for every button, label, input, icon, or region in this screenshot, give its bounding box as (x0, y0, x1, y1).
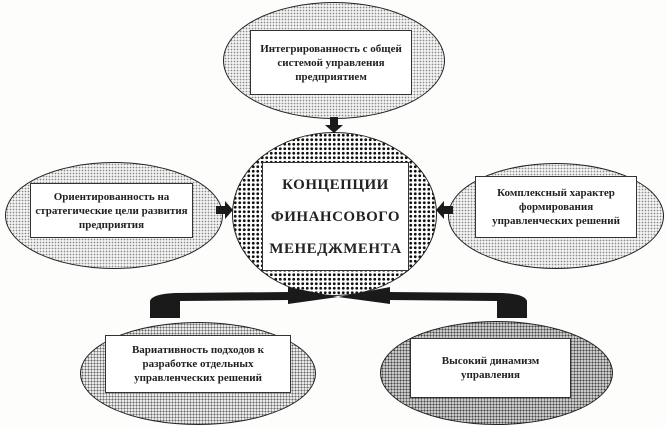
node-left-box: Ориентированность на стратегические цели… (30, 183, 193, 238)
center-title-line-3: МЕНЕДЖМЕНТА (269, 240, 402, 257)
node-bottom-left-box: Вариативность подходов к разработке отде… (105, 335, 291, 393)
node-bottom-right-label: Высокий динамизм управления (441, 355, 540, 381)
arrow-left-to-center (216, 201, 233, 219)
center-title-line-1: КОНЦЕПЦИИ (282, 176, 389, 193)
node-right-box: Комплексный характер формирования управл… (475, 176, 637, 238)
node-bottom-right-box: Высокий динамизм управления (410, 338, 571, 398)
arrow-top-to-center (325, 117, 343, 133)
node-left-label: Ориентированность на стратегические цели… (35, 190, 188, 231)
node-top-label: Интегрированность с общей системой управ… (260, 42, 402, 83)
node-bottom-left-label: Вариативность подходов к разработке отде… (131, 344, 265, 384)
center-box: КОНЦЕПЦИИ ФИНАНСОВОГО МЕНЕДЖМЕНТА (262, 162, 409, 271)
node-right-label: Комплексный характер формирования управл… (492, 187, 620, 227)
arrow-bottom-bracket (150, 287, 527, 318)
node-top-box: Интегрированность с общей системой управ… (250, 30, 412, 95)
center-title-line-2: ФИНАНСОВОГО (270, 208, 401, 225)
arrow-right-to-center (436, 201, 453, 219)
